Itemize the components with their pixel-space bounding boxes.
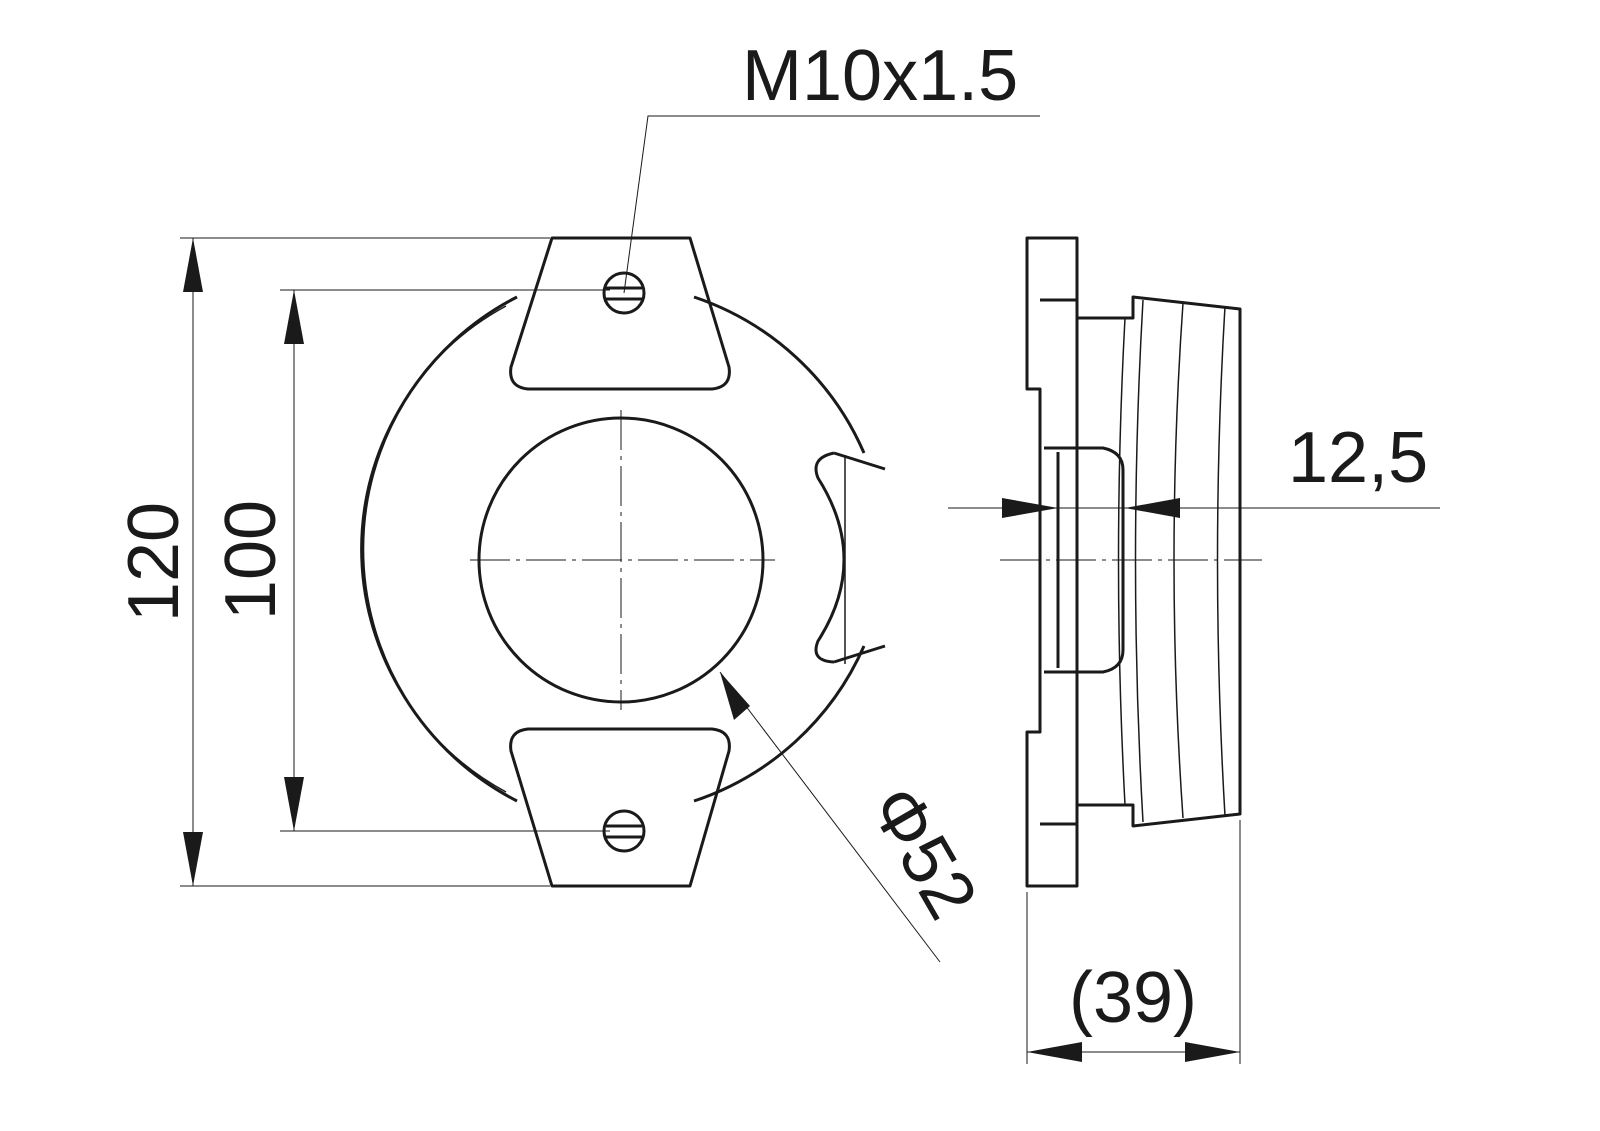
side-body: [1077, 295, 1242, 828]
thread-callout: M10x1.5: [623, 36, 1040, 294]
top-mounting-tab: [509, 236, 731, 391]
offset-label: 12,5: [1288, 418, 1428, 498]
side-ribs: [1117, 299, 1226, 823]
front-view: [360, 236, 886, 888]
front-body-outline: [361, 295, 866, 803]
bore-diameter-dimension: Φ52: [719, 671, 992, 963]
top-screw-icon: [602, 271, 646, 315]
bottom-mounting-tab: [509, 727, 731, 888]
side-slot: [814, 451, 886, 664]
offset-dimension: 12,5: [948, 418, 1440, 518]
depth-dimension: (39): [1026, 820, 1241, 1064]
side-view: [1000, 236, 1262, 888]
hole-spacing-label: 100: [211, 500, 291, 620]
height-outer-dimension: 120: [114, 237, 550, 887]
front-body-inner-rim: [360, 305, 507, 793]
hole-spacing-dimension: 100: [211, 289, 610, 832]
bore-diameter-label: Φ52: [854, 773, 992, 932]
side-flange-step: [1040, 298, 1077, 826]
thread-label: M10x1.5: [742, 36, 1018, 116]
height-outer-label: 120: [114, 502, 194, 622]
side-flange: [1025, 236, 1079, 888]
depth-label: (39): [1069, 958, 1197, 1038]
